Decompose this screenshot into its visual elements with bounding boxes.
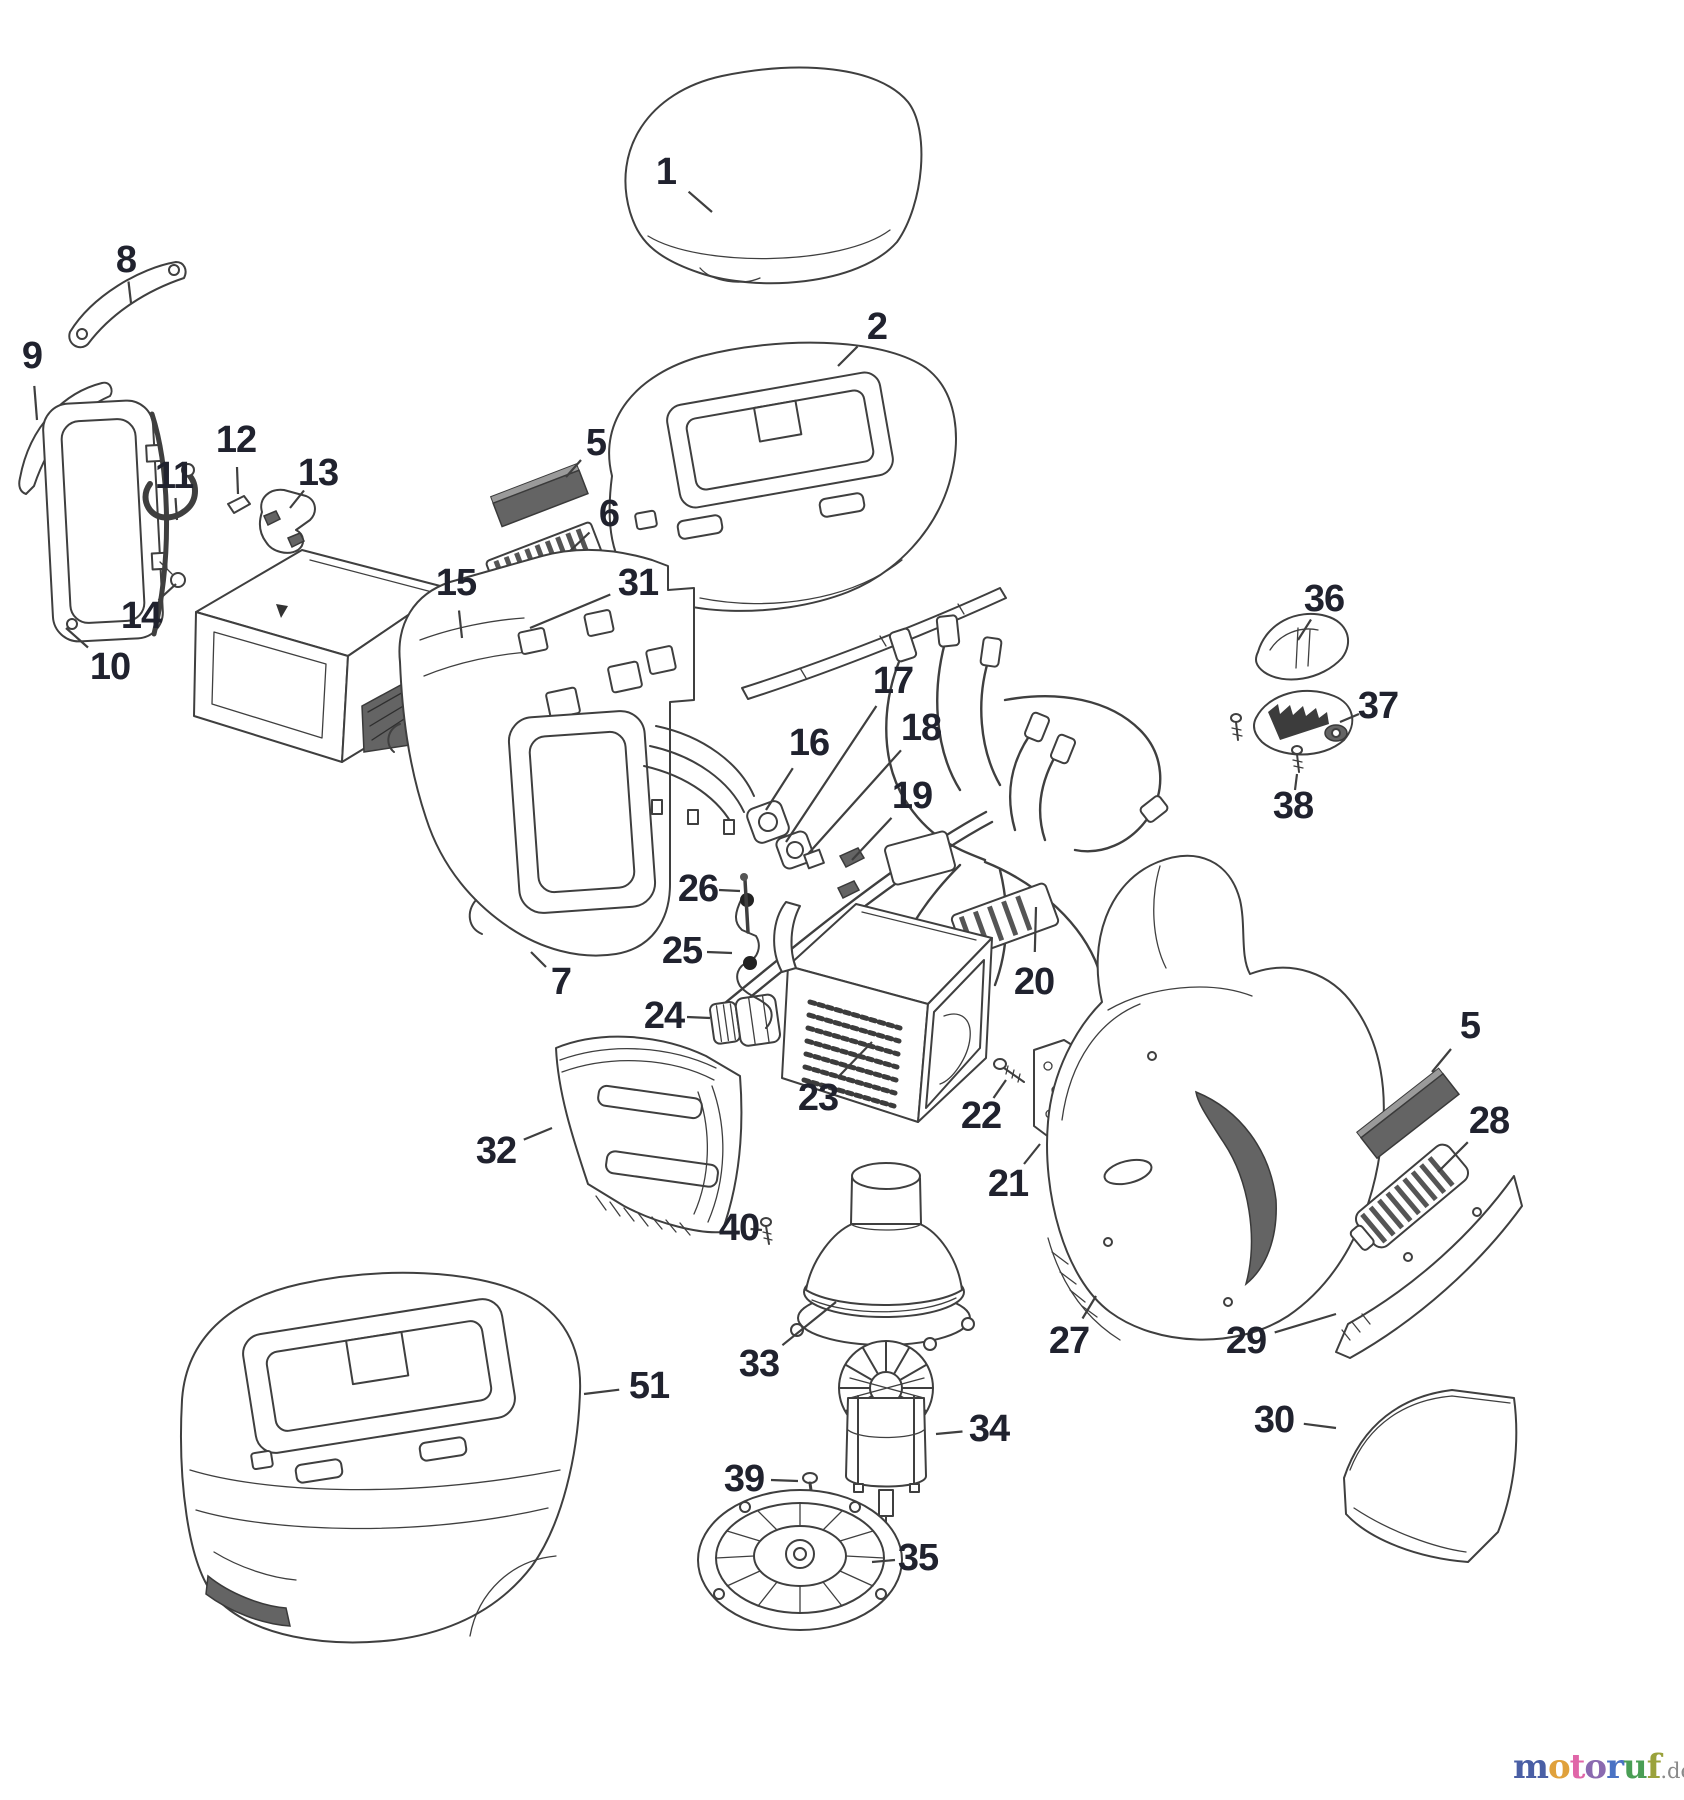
part-37-handle-grip-shape	[1253, 689, 1354, 756]
leader-22	[992, 1079, 1007, 1099]
leader-17	[785, 705, 878, 843]
part-27-right-housing-shape	[1046, 854, 1385, 1341]
leader-39	[770, 1478, 799, 1483]
leader-30	[1303, 1422, 1337, 1430]
leader-6	[569, 531, 591, 552]
watermark-letter: o	[1547, 1747, 1571, 1787]
leader-33	[781, 1301, 837, 1347]
leader-8	[127, 281, 133, 304]
leader-35	[871, 1558, 896, 1564]
leader-15	[457, 610, 464, 639]
part-2-trim-strip-shape	[741, 587, 1007, 700]
leader-14	[157, 583, 177, 601]
leader-10	[65, 627, 89, 649]
part-5-filter-pad-right-shape	[1356, 1067, 1461, 1160]
part-23-battery-box-shape	[773, 901, 993, 1123]
part-12-clip-shape	[227, 495, 251, 514]
part-1-lid-shape	[624, 66, 923, 285]
part-30-panel-shape	[1343, 1389, 1518, 1563]
leader-29	[1274, 1312, 1337, 1334]
part-34-motor-shape	[838, 1340, 934, 1529]
part-2-upper-housing-shape	[608, 341, 957, 612]
leader-23	[838, 1041, 873, 1078]
leader-28	[1437, 1141, 1469, 1173]
watermark-letter: o	[1584, 1747, 1607, 1787]
leader-18	[807, 749, 902, 855]
part-40-screw-shape	[760, 1217, 773, 1245]
leader-51	[583, 1388, 620, 1396]
watermark-letter: u	[1623, 1747, 1648, 1787]
leader-25	[706, 950, 733, 955]
leader-27	[1081, 1295, 1097, 1320]
part-13-clamp-shape	[258, 488, 316, 554]
part-7-main-housing-shape	[387, 548, 755, 957]
part-10-door-frame-shape	[42, 399, 169, 643]
watermark-suffix: .de	[1660, 1759, 1684, 1783]
leader-36	[1297, 618, 1312, 641]
part-5-filter-pad-left-shape	[489, 463, 589, 528]
leader-5	[1431, 1048, 1452, 1073]
part-32-front-panel-shape	[555, 1035, 743, 1236]
leader-34	[935, 1430, 963, 1436]
leader-31	[529, 593, 611, 630]
leader-13	[289, 489, 305, 509]
watermark-letter: f	[1646, 1747, 1662, 1787]
leader-2	[837, 345, 859, 367]
watermark-letter: m	[1513, 1747, 1549, 1787]
leader-7	[530, 951, 547, 968]
watermark-letter: t	[1569, 1747, 1586, 1787]
leader-20	[1033, 906, 1038, 953]
part-8-trim-shape	[68, 261, 187, 349]
watermark: motoruf.de	[1513, 1750, 1684, 1784]
leader-19	[851, 817, 893, 861]
part-35-fan-shape	[697, 1489, 903, 1631]
leader-9	[33, 385, 39, 421]
leader-37	[1339, 712, 1360, 724]
leader-21	[1023, 1143, 1041, 1165]
leader-12	[235, 466, 240, 495]
part-36-handle-top-shape	[1255, 612, 1350, 681]
part-38-screws-shape	[1230, 713, 1304, 773]
leader-11	[174, 497, 179, 521]
leader-16	[765, 767, 794, 811]
part-26-pin-shape	[740, 873, 750, 934]
leader-5	[565, 459, 582, 478]
leader-38	[1293, 773, 1299, 791]
part-11-hook-shape	[142, 463, 198, 588]
part-22-screw-shape	[993, 1058, 1025, 1083]
part-33-motor-cover-shape	[790, 1162, 975, 1351]
leader-1	[687, 190, 713, 213]
part-51-lower-housing-shape	[180, 1271, 582, 1644]
leader-32	[523, 1126, 553, 1141]
leader-26	[718, 888, 741, 893]
leader-24	[686, 1015, 711, 1020]
part-29-strip-shape	[1335, 1175, 1523, 1359]
leader-40	[750, 1227, 763, 1232]
part-14-washer-shape	[170, 572, 186, 588]
watermark-letter: r	[1606, 1747, 1624, 1787]
